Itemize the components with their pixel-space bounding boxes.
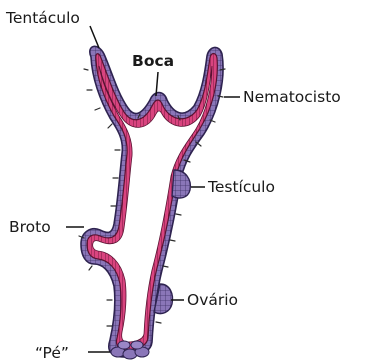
- leader-tentaculo: [90, 26, 99, 48]
- label-boca: Boca: [132, 52, 174, 70]
- label-pe: “Pé”: [35, 344, 69, 362]
- label-broto: Broto: [9, 218, 51, 236]
- label-tentaculo: Tentáculo: [5, 9, 80, 27]
- label-testiculo: Testículo: [207, 178, 275, 196]
- label-ovario: Ovário: [187, 291, 238, 309]
- testicle-bump: [172, 170, 190, 198]
- label-nematocisto: Nematocisto: [243, 88, 341, 106]
